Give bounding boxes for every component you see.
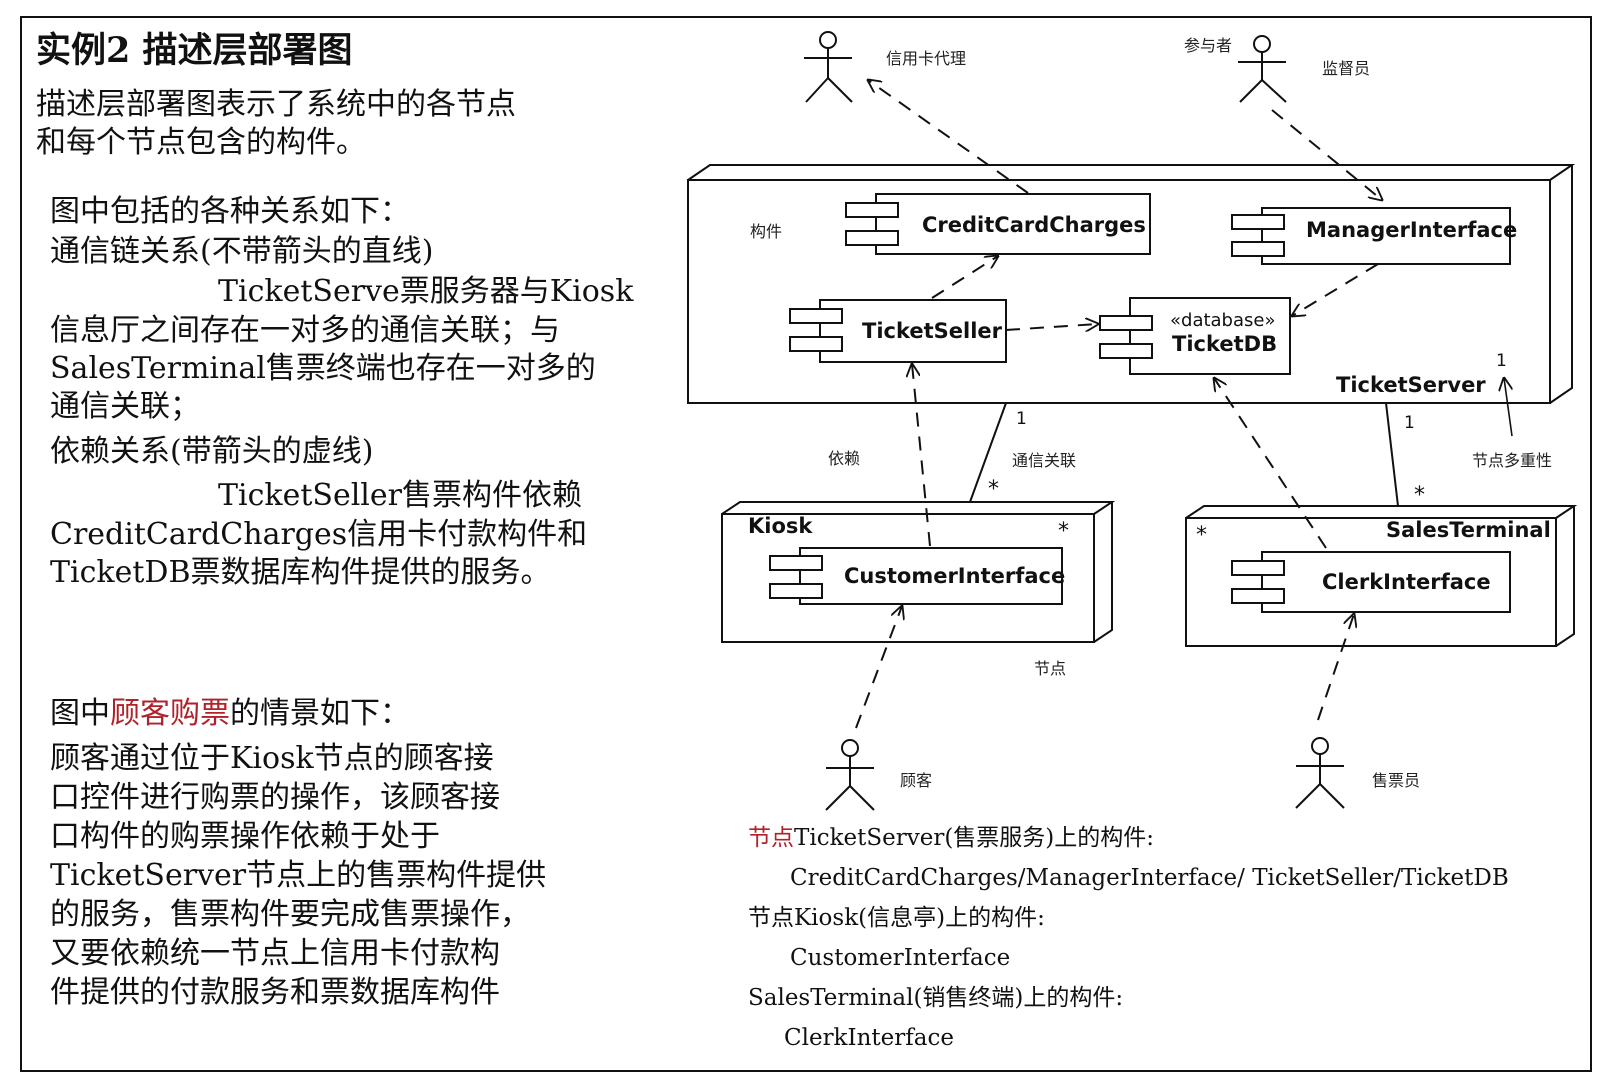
summary-line: CustomerInterface (790, 945, 1011, 971)
scenario-line: 的服务，售票构件要完成售票操作， (50, 897, 530, 932)
comm-line: TicketServe票服务器与Kiosk (218, 274, 634, 309)
intro-line: 和每个节点包含的构件。 (36, 125, 366, 160)
multiplicity-pointer (1504, 378, 1513, 437)
component-creditcardcharges (845, 193, 1151, 255)
multiplicity-server-terminal: 1 (1404, 413, 1415, 433)
dep-manager-to-db (1292, 263, 1379, 316)
comm-line: 信息厅之间存在一对多的通信关联；与 (50, 313, 560, 348)
component-ticketdb-stereotype: «database» (1170, 310, 1275, 331)
intro-line: 描述层部署图表示了系统中的各节点 (36, 87, 516, 122)
salesterminal-node (1185, 505, 1578, 647)
annotation-node: 节点 (1034, 659, 1066, 678)
comm-line: SalesTerminal售票终端也存在一对多的 (50, 351, 596, 386)
component-clerkinterface-label: ClerkInterface (1322, 570, 1491, 594)
scenario-text: 图中顾客购票的情景如下： 顾客通过位于Kiosk节点的顾客接 口控件进行购票的操… (50, 694, 546, 1012)
scenario-line: 口控件进行购票的操作，该顾客接 (50, 780, 500, 815)
scenario-line: 顾客通过位于Kiosk节点的顾客接 (50, 741, 494, 776)
multiplicity-kiosk-link: * (988, 477, 999, 502)
summary-text: 节点TicketServer(售票服务)上的构件: CreditCardChar… (748, 818, 1509, 1058)
component-creditcardcharges-label: CreditCardCharges (922, 213, 1146, 237)
node-kiosk-label: Kiosk (748, 514, 813, 538)
summary-line: SalesTerminal(销售终端)上的构件: (748, 985, 1124, 1011)
multiplicity-terminal-link: * (1414, 483, 1425, 508)
dep-clerkif-to-db (1214, 378, 1327, 549)
dep-supervisor-to-manager (1271, 109, 1382, 200)
dep-clerk-to-clerkif (1317, 614, 1354, 721)
multiplicity-server-kiosk: 1 (1016, 409, 1027, 429)
annotation-dependency: 依赖 (828, 449, 860, 468)
component-managerinterface (1231, 207, 1511, 265)
slide-title: 实例2 描述层部署图 (36, 30, 353, 71)
summary-line1: TicketServer(售票服务)上的构件: (794, 825, 1155, 851)
summary-line: 节点Kiosk(信息亭)上的构件: (748, 905, 1045, 931)
dep-credit-to-agent (868, 80, 1029, 194)
ticketserver-node (687, 164, 1576, 404)
intro-text: 描述层部署图表示了系统中的各节点 和每个节点包含的构件。 (36, 86, 516, 162)
scenario-heading-pre: 图中 (50, 696, 110, 731)
scenario-line: 又要依赖统一节点上信用卡付款构 (50, 936, 500, 971)
scenario-heading: 图中顾客购票的情景如下： (50, 694, 546, 733)
multiplicity-terminal-node: * (1196, 523, 1207, 548)
node-salesterminal-label: SalesTerminal (1386, 518, 1551, 542)
summary-line: ClerkInterface (784, 1025, 954, 1051)
comm-line: 通信关联； (50, 389, 200, 424)
comm-title: 通信链关系(不带箭头的直线) (50, 234, 434, 269)
scenario-line: 口构件的购票操作依赖于处于 (50, 819, 440, 854)
node-ticketserver-label: TicketServer (1336, 373, 1486, 397)
component-ticketseller (789, 299, 1007, 363)
dep-title: 依赖关系(带箭头的虚线) (50, 434, 374, 469)
relations-text: 图中包括的各种关系如下： 通信链关系(不带箭头的直线) TicketServe票… (50, 192, 633, 592)
dep-customerif-to-seller (912, 364, 931, 547)
actor-credit-agent-icon (804, 31, 853, 103)
dep-line: TicketSeller售票构件依赖 (218, 478, 582, 513)
dep-seller-to-db (1005, 324, 1098, 330)
relations-heading: 图中包括的各种关系如下： (50, 194, 410, 229)
actor-clerk-label: 售票员 (1372, 771, 1420, 790)
component-customerinterface-label: CustomerInterface (844, 564, 1065, 588)
participant-label: 参与者 (1184, 36, 1232, 55)
component-managerinterface-label: ManagerInterface (1306, 218, 1517, 242)
actor-customer-label: 顾客 (900, 771, 932, 790)
annotation-node-multiplicity: 节点多重性 (1472, 451, 1552, 470)
component-ticketseller-label: TicketSeller (862, 319, 1003, 343)
dep-customer-to-customerif (855, 606, 902, 729)
component-clerkinterface (1231, 551, 1511, 613)
dep-seller-to-credit (931, 256, 998, 299)
multiplicity-server-node: 1 (1496, 351, 1507, 371)
dep-line: TicketDB票数据库构件提供的服务。 (50, 555, 551, 590)
scenario-line: TicketServer节点上的售票构件提供 (50, 858, 547, 893)
comm-link-kiosk (969, 402, 1007, 503)
component-ticketdb (1099, 297, 1291, 375)
annotation-component: 构件 (750, 222, 782, 241)
kiosk-node (721, 501, 1116, 643)
scenario-heading-highlight: 顾客购票 (110, 696, 230, 731)
annotation-comm-assoc: 通信关联 (1012, 451, 1076, 470)
actor-customer-icon (825, 739, 875, 811)
scenario-heading-post: 的情景如下： (230, 696, 410, 731)
multiplicity-kiosk-node: * (1058, 519, 1069, 544)
component-customerinterface (769, 547, 1063, 605)
actor-clerk-icon (1295, 737, 1345, 809)
dep-line: CreditCardCharges信用卡付款构件和 (50, 517, 588, 552)
slide-frame (20, 16, 1592, 1072)
scenario-line: 件提供的付款服务和票数据库构件 (50, 975, 500, 1010)
comm-link-terminal (1385, 402, 1399, 507)
actor-credit-agent-label: 信用卡代理 (886, 49, 966, 68)
actor-supervisor-label: 监督员 (1322, 59, 1370, 78)
component-ticketdb-label: TicketDB (1172, 332, 1277, 356)
summary-line1-highlight: 节点 (748, 825, 794, 851)
summary-line: CreditCardCharges/ManagerInterface/ Tick… (790, 865, 1509, 891)
actor-supervisor-icon (1238, 35, 1287, 103)
summary-line: 节点TicketServer(售票服务)上的构件: (748, 818, 1509, 858)
